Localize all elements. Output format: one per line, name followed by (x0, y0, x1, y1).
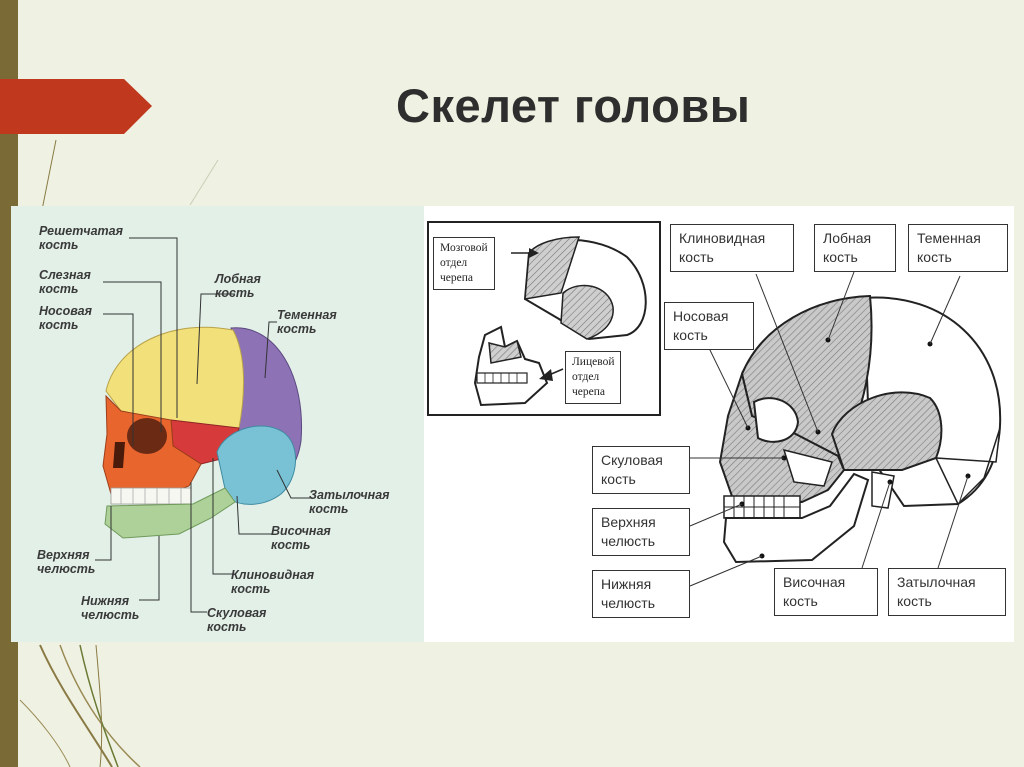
leader-occipital (937, 475, 969, 569)
decor-grass (79, 644, 119, 767)
zygomatic-bone-shape (782, 448, 833, 487)
leader-mandible (689, 555, 763, 587)
lineart-skull-illustration (689, 271, 1002, 587)
colored-skull-illustration (95, 237, 311, 613)
leader-temporal (861, 481, 891, 569)
leader-parietal (929, 275, 961, 345)
nasal-cavity (113, 442, 125, 468)
facial-section-hatched (488, 339, 522, 364)
decor-line (189, 159, 219, 206)
teeth (110, 487, 192, 505)
leader-occipital (276, 469, 311, 499)
leader-maxilla (689, 503, 743, 527)
inset-illustration (473, 236, 647, 407)
arrow-face-head (539, 369, 553, 381)
brain-case-hatched (524, 236, 581, 300)
slide-title: Скелет головы (396, 79, 751, 132)
eye-orbit-shape (752, 397, 800, 443)
decor-grass (39, 644, 113, 767)
temporal-bone (216, 425, 296, 505)
frontal-bone (105, 326, 245, 429)
decor-line (41, 139, 57, 211)
decor-grass (59, 644, 141, 767)
mandible-shape (722, 472, 870, 564)
leader-frontal (196, 293, 235, 385)
temporal-bone-shape (830, 391, 943, 471)
eye-orbit (127, 418, 167, 454)
leader-maxilla (95, 506, 112, 561)
decor-grass (19, 699, 71, 767)
occipital-bone-shape (934, 427, 1001, 506)
leader-mandible (139, 536, 160, 601)
brain-case-hatched (560, 284, 614, 340)
leader-zygomatic (190, 482, 207, 613)
leader-temporal (236, 495, 273, 535)
leader-sphenoid (212, 458, 233, 575)
arrow-brain-head (529, 248, 539, 258)
leader-lacrimal (103, 281, 162, 432)
title-arrow-marker (0, 79, 152, 134)
leader-nasal (707, 345, 749, 429)
leader-parietal (264, 321, 277, 379)
leader-sphenoid (755, 273, 819, 433)
decor-grass (95, 644, 103, 767)
leader-ethmoid (129, 237, 178, 418)
facial-section-shape (473, 325, 549, 407)
leader-nasal (103, 313, 134, 446)
inset-teeth (476, 372, 528, 384)
leader-frontal (827, 271, 855, 341)
